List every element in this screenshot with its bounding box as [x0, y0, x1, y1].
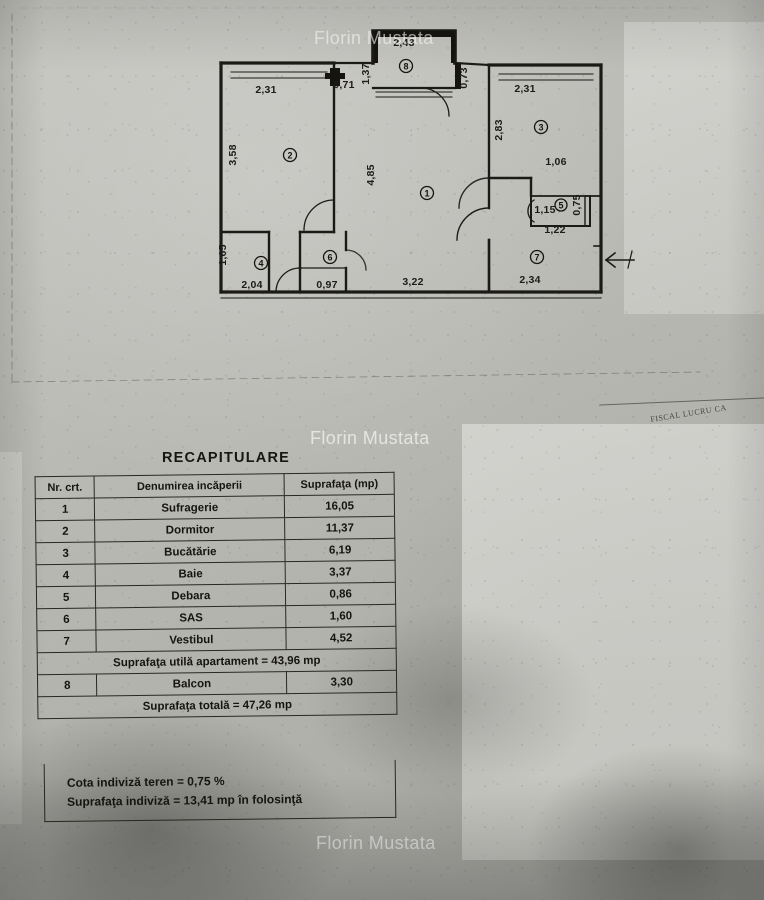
row-nr: 4 [36, 563, 96, 587]
dimension-label: 2,04 [241, 279, 262, 291]
paper-patch-top-right [624, 22, 764, 314]
row-name: Bucătărie [95, 539, 286, 564]
room-number-badges: 1 2 3 4 5 6 7 8 [253, 58, 568, 271]
dimension-label: 2,43 [393, 37, 414, 49]
row-nr: 1 [35, 497, 95, 521]
row-nr: 2 [35, 519, 96, 543]
dimension-label: 4,85 [365, 164, 377, 185]
dimension-label: 0,71 [333, 79, 354, 91]
row-name: Debara [95, 583, 286, 608]
total-label: Suprafaţa totală = 47,26 mp [37, 692, 397, 719]
row-area: 3,30 [286, 670, 397, 694]
floor-plan-drawing: 1 2 3 4 5 6 7 8 2,43 1,37 0,71 0,73 2,31 3,58… [0, 0, 764, 430]
dimension-label: 2,31 [255, 84, 276, 96]
svg-text:2: 2 [287, 151, 292, 161]
total-row: Suprafaţa totală = 47,26 mp [37, 692, 397, 719]
row-area: 4,52 [286, 626, 397, 650]
notes-block: Cota indiviză teren = 0,75 % Suprafaţa i… [43, 759, 397, 823]
room-badge-6: 6 [322, 249, 338, 265]
room-badge-1: 1 [419, 185, 435, 201]
dimension-label: 3,22 [402, 276, 423, 288]
dimension-label: 2,31 [514, 83, 535, 95]
row-nr: 8 [37, 673, 98, 697]
row-area: 16,05 [284, 494, 395, 518]
room-badge-3: 3 [533, 119, 549, 135]
room-badge-2: 2 [282, 147, 298, 163]
dimension-label: 1,06 [545, 156, 566, 168]
row-name: Baie [95, 561, 286, 586]
row-name: Vestibul [96, 627, 287, 652]
header-area: Suprafaţa (mp) [284, 472, 395, 496]
row-nr: 3 [35, 541, 96, 565]
header-name: Denumirea incăperii [94, 473, 285, 498]
entrance-arrow [604, 250, 635, 269]
dimension-label: 1,37 [360, 63, 372, 84]
row-area: 0,86 [285, 582, 396, 606]
svg-text:6: 6 [327, 253, 332, 263]
row-nr: 5 [36, 585, 97, 609]
row-area: 1,60 [285, 604, 396, 628]
dimension-label: 3,58 [227, 144, 239, 165]
room-badge-5: 5 [554, 198, 568, 212]
paper-patch-left [0, 452, 22, 824]
recap-section: RECAPITULARE Nr. crt. Denumirea incăperi… [22, 444, 412, 824]
dimension-label: 1,65 [217, 244, 229, 265]
dimension-label: 0,97 [316, 279, 337, 291]
svg-text:7: 7 [534, 253, 539, 263]
room-badge-8: 8 [398, 58, 414, 74]
dimension-label: 1,15 [534, 204, 555, 216]
row-name: SAS [96, 605, 287, 630]
row-name: Sufragerie [94, 495, 285, 520]
svg-text:8: 8 [403, 62, 408, 72]
dimension-label: 0,73 [458, 67, 470, 88]
row-nr: 7 [36, 629, 97, 653]
svg-text:4: 4 [258, 259, 263, 269]
room-badge-7: 7 [529, 249, 545, 265]
svg-text:3: 3 [538, 123, 543, 133]
dimension-label: 0,75 [571, 194, 583, 215]
room-badge-4: 4 [253, 255, 269, 271]
dimension-label: 1,22 [544, 224, 565, 236]
recap-table: Nr. crt. Denumirea incăperii Suprafaţa (… [35, 472, 398, 719]
paper-patch-bottom-right [462, 424, 764, 860]
svg-text:1: 1 [424, 189, 429, 199]
note-suprafata-indiviza: Suprafaţa indiviză = 13,41 mp în folosin… [67, 791, 303, 809]
dimension-label: 2,34 [519, 274, 540, 286]
svg-text:5: 5 [558, 200, 563, 210]
row-area: 3,37 [285, 560, 396, 584]
row-area: 11,37 [284, 516, 395, 540]
row-nr: 6 [36, 607, 97, 631]
recap-title: RECAPITULARE [162, 450, 290, 466]
dimension-labels: 2,43 1,37 0,71 0,73 2,31 3,58 2,31 2,83 1,06 4,85… [217, 37, 583, 291]
row-name: Dormitor [94, 517, 286, 542]
header-nr: Nr. crt. [35, 475, 95, 499]
dimension-label: 2,83 [493, 119, 505, 140]
row-name: Balcon [96, 671, 288, 696]
row-area: 6,19 [285, 538, 396, 562]
